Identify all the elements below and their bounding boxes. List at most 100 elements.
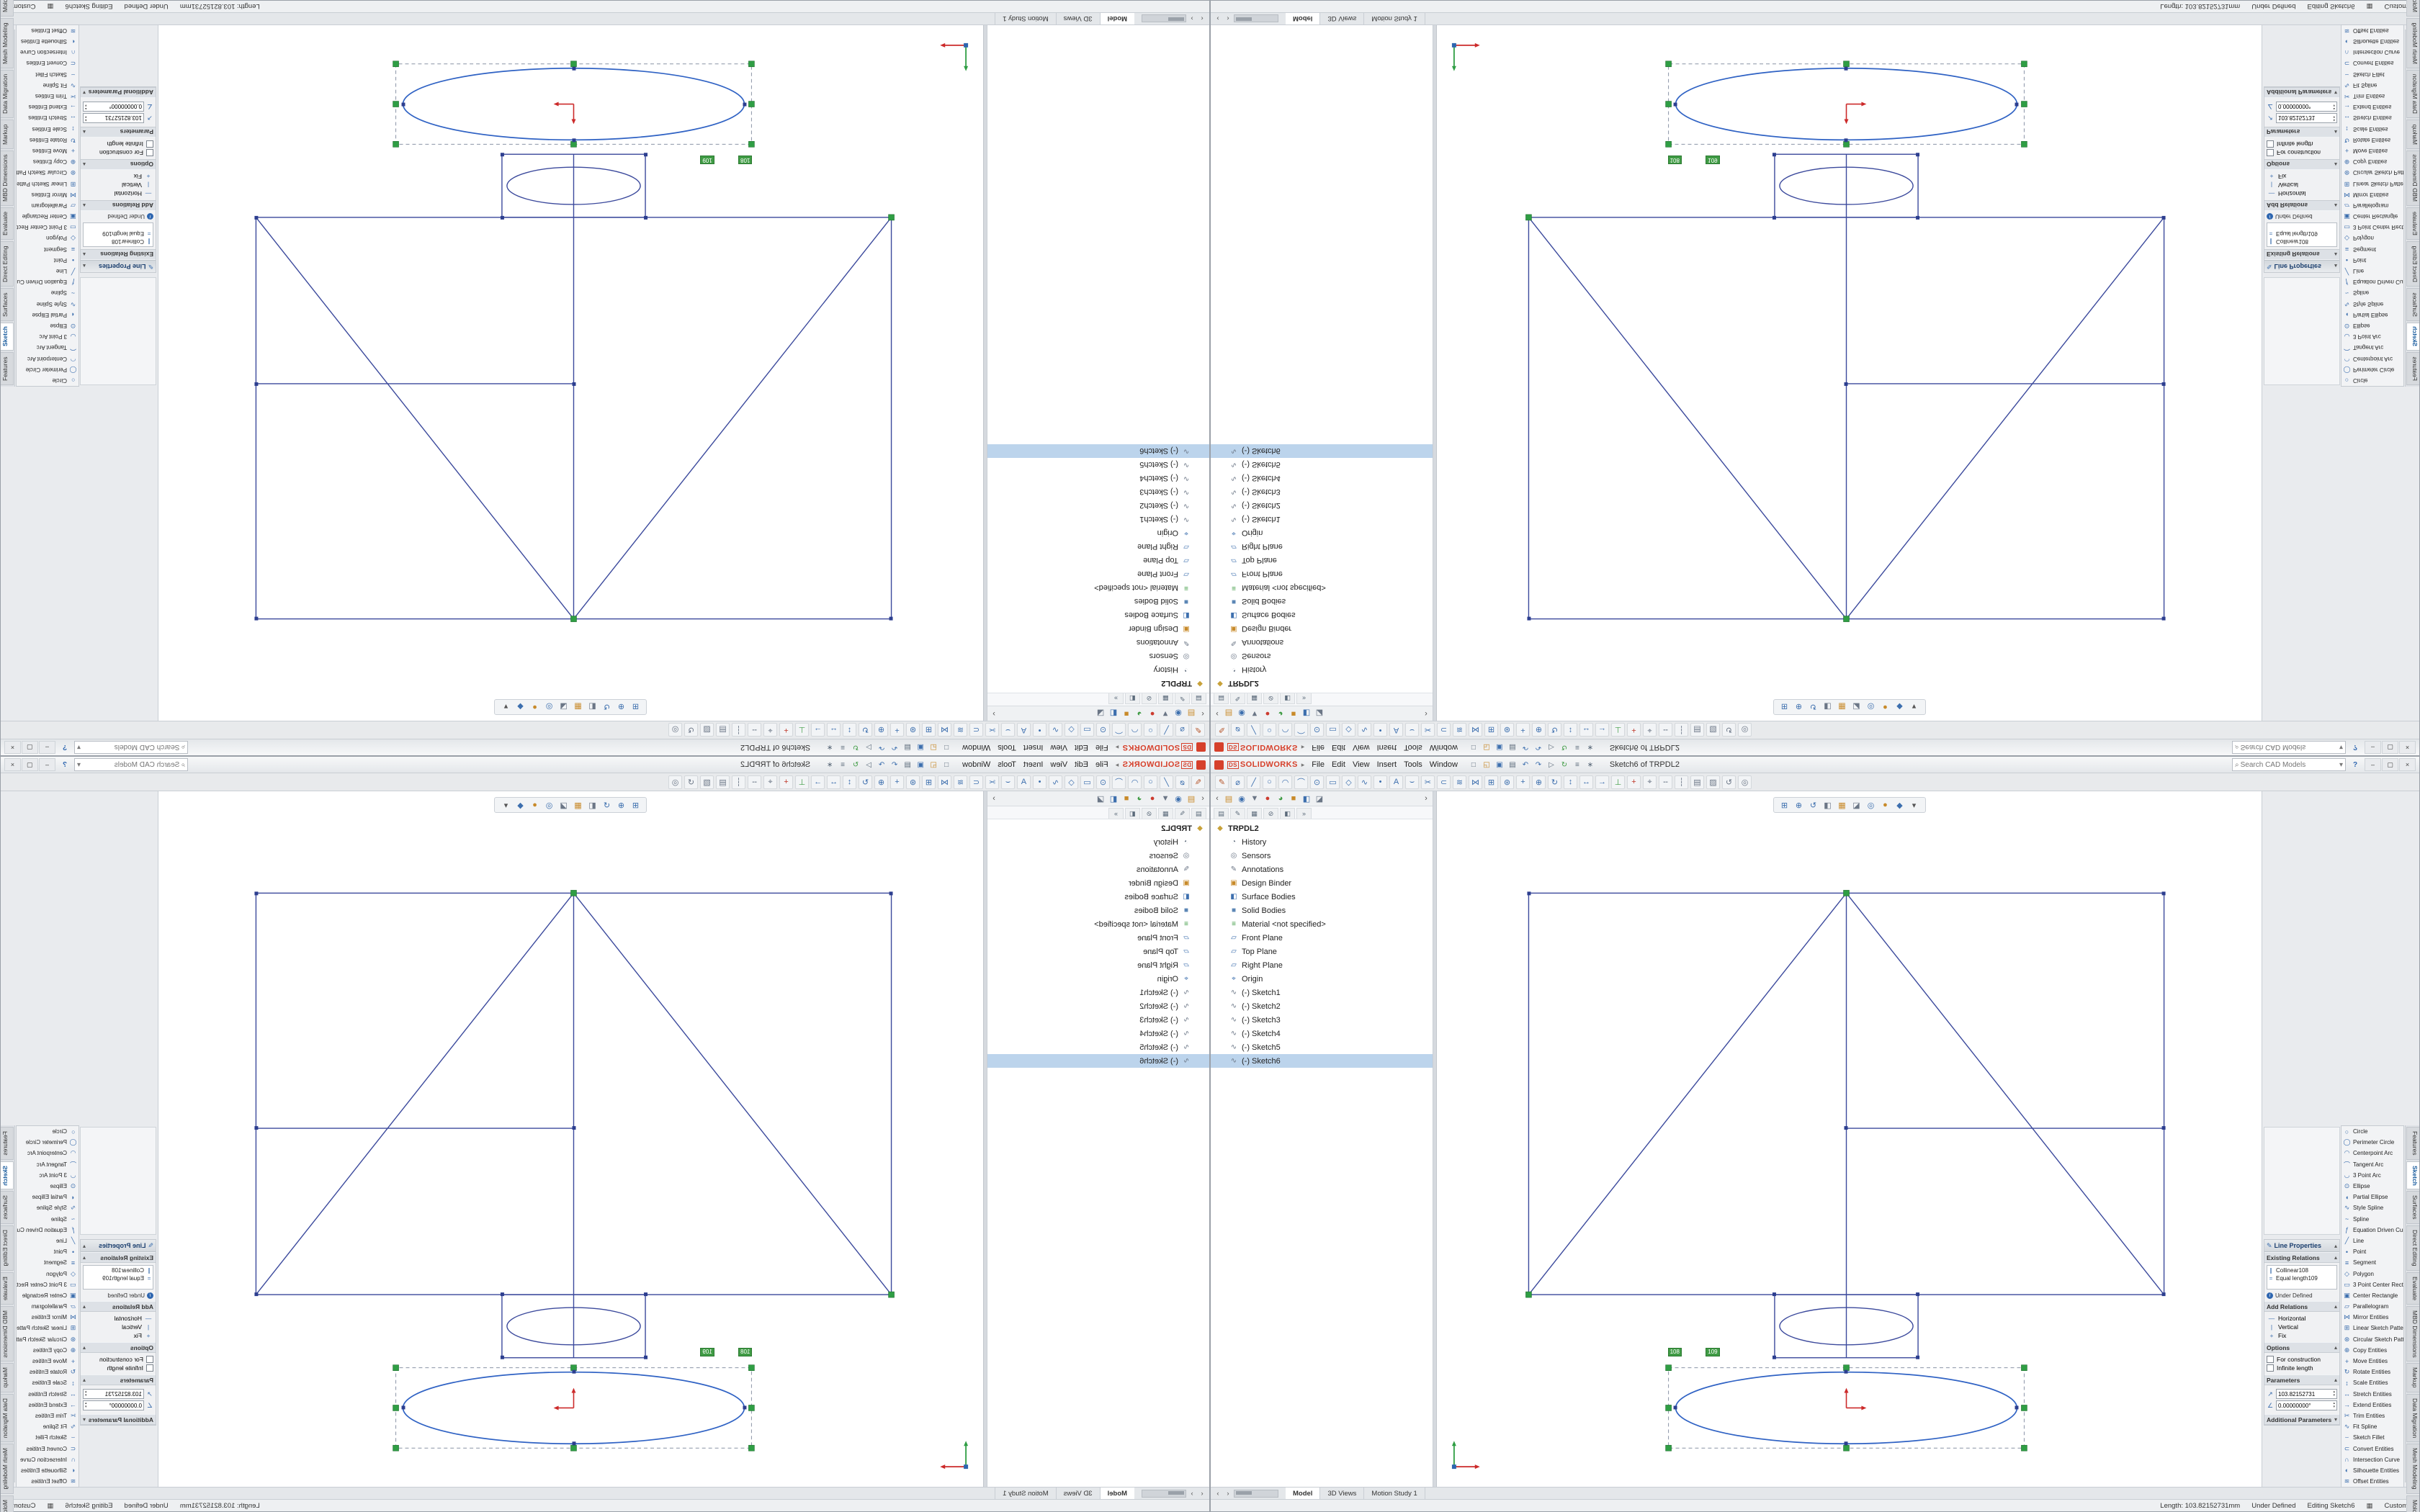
add-relations-header[interactable]: Add Relations ▴ [81,200,156,211]
panel-toolbar-icon[interactable]: ● [1265,709,1270,718]
tab-scrollbar-thumb[interactable] [1236,17,1252,22]
sketch-tool-item[interactable]: ▭ 3 Point Center Recta... [2341,222,2403,233]
commandmanager-tab[interactable]: Mold Tools [2406,1495,2419,1512]
sketch-tool-item[interactable]: • Point [2341,255,2403,266]
quick-access-icon[interactable]: ▷ [1549,760,1554,769]
spinner[interactable]: ▴ ▾ [2333,103,2335,111]
featuremanager-tab-icon[interactable]: » [1108,808,1124,819]
commandmanager-tab[interactable]: Evaluate [1,207,14,240]
toolbar-icon[interactable]: ▨ [700,775,714,789]
document-tab[interactable]: 3D Views [1055,1488,1100,1499]
collapse-chevron-icon[interactable]: ▴ [83,1242,86,1249]
toolbar-icon[interactable]: ▤ [716,775,730,789]
feature-tree-item[interactable]: ▣ Design Binder [1211,876,1433,890]
tab-scrollbar[interactable] [1142,1489,1186,1498]
toolbar-icon[interactable]: ▤ [1690,723,1704,737]
sketch-tool-item[interactable]: ↻ Rotate Entities [2341,135,2403,145]
panel-scroll-right-icon[interactable]: › [992,794,995,803]
sketch-tool-item[interactable]: ⊛ Circular Sketch Pattern [17,1334,79,1345]
panel-toolbar-icon[interactable]: ◧ [1302,794,1311,804]
quick-access-icon[interactable]: ↶ [891,743,898,752]
commandmanager-tab[interactable]: MBD Dimensions [2406,150,2419,207]
quick-access-icon[interactable]: ∗ [1587,760,1594,769]
sketch-tool-item[interactable]: ◯ Perimeter Circle [17,1137,79,1148]
feature-tree-item[interactable]: ⌖ Origin [987,526,1209,540]
panel-toolbar-icon[interactable]: ▼ [1250,709,1259,718]
add-relations-header[interactable]: Add Relations ▴ [81,1301,156,1312]
commandmanager-tab[interactable]: Surfaces [2406,1191,2419,1224]
add-relation-button[interactable]: + Fix [83,1331,153,1340]
maximize-button[interactable]: ▢ [22,758,38,771]
toolbar-icon[interactable]: ⌖ [763,723,777,737]
sketch-tool-item[interactable]: ↻ Rotate Entities [17,1367,79,1377]
commandmanager-tab[interactable]: Direct Editing [2406,1225,2419,1271]
relation-item[interactable]: ∥ Collinear108 [2268,1266,2336,1274]
commandmanager-tab[interactable]: Data Migration [1,70,14,119]
toolbar-icon[interactable]: ╱ [1247,775,1260,789]
relation-badge[interactable]: 108 [738,1347,753,1356]
feature-tree-item[interactable]: ◆ TRPDL2 [987,677,1209,690]
spin-down-icon[interactable]: ▾ [85,114,87,119]
toolbar-icon[interactable]: ✎ [1215,775,1229,789]
tab-scroll-left-icon[interactable]: ‹ [1201,14,1204,23]
quick-access-icon[interactable]: ↷ [878,743,885,752]
sketch-tool-item[interactable]: + Move Entities [2341,145,2403,156]
featuremanager-tab-icon[interactable]: ▤ [1214,693,1229,704]
feature-tree-item[interactable]: ◆ TRPDL2 [1211,822,1433,835]
feature-tree-item[interactable]: ✎ Annotations [987,636,1209,649]
spin-down-icon[interactable]: ▾ [85,1405,87,1409]
checkbox[interactable] [2267,140,2274,148]
feature-tree-item[interactable]: ■ Solid Bodies [987,595,1209,608]
toolbar-icon[interactable]: ◠ [1278,775,1292,789]
sketch-lines[interactable] [1528,892,2165,1359]
sketch-tool-item[interactable]: ∩ Intersection Curve [2341,47,2403,58]
quick-access-icon[interactable]: ≡ [1575,743,1579,752]
toolbar-icon[interactable]: ↺ [684,775,698,789]
sketch-canvas[interactable] [158,791,983,1487]
commandmanager-tab[interactable]: Markup [1,1363,14,1392]
add-relation-button[interactable]: + Fix [2267,1331,2337,1340]
sketch-tool-item[interactable]: ⊙ Ellipse [2341,1181,2403,1192]
sketch-tool-item[interactable]: ◖ Partial Ellipse [2341,1192,2403,1202]
sketch-tool-item[interactable]: + Move Entities [17,145,79,156]
add-relation-button[interactable]: | Vertical [83,1323,153,1331]
panel-toolbar-icon[interactable]: ■ [1124,794,1129,803]
additional-parameters-header[interactable]: Additional Parameters ▾ [81,87,156,98]
quick-access-icon[interactable]: ◱ [930,760,937,769]
feature-tree-item[interactable]: ◧ Surface Bodies [987,608,1209,622]
headsup-icon[interactable]: ⊕ [617,801,625,810]
toolbar-icon[interactable]: ⌣ [1001,775,1015,789]
sketch-tool-item[interactable]: ▱ Parallelogram [2341,200,2403,211]
headsup-icon[interactable]: ◎ [1867,801,1875,810]
toolbar-icon[interactable]: ○ [1144,723,1157,737]
close-button[interactable]: × [4,741,21,754]
toolbar-icon[interactable]: ┆ [1675,723,1688,737]
featuremanager-tab-icon[interactable]: ▦ [1247,808,1262,819]
headsup-icon[interactable]: ▾ [503,702,508,711]
toolbar-icon[interactable]: • [1033,723,1047,737]
sketch-lines[interactable] [255,153,892,620]
toolbar-icon[interactable]: ◇ [1342,775,1355,789]
sketch-tool-item[interactable]: ⌣ Sketch Fillet [2341,1432,2403,1443]
toolbar-icon[interactable]: ⊛ [906,723,920,737]
sketch-tool-item[interactable]: ✂ Trim Entities [2341,91,2403,102]
panel-toolbar-icon[interactable]: ■ [1291,709,1296,718]
sketch-tool-item[interactable]: • Point [2341,1246,2403,1257]
sketch-tool-item[interactable]: ⌒ Tangent Arc [17,1159,79,1170]
toolbar-icon[interactable]: ↕ [1564,723,1577,737]
sketch-tool-item[interactable]: ○ Circle [2341,1126,2403,1137]
sketch-tool-item[interactable]: ⌣ Sketch Fillet [2341,69,2403,80]
toolbar-icon[interactable]: ↻ [859,723,872,737]
toolbar-icon[interactable]: ◎ [1738,775,1752,789]
spinner[interactable]: ▴ ▾ [85,1401,87,1409]
sketch-tool-item[interactable]: ⊂ Convert Entities [2341,58,2403,68]
panel-toolbar-icon[interactable]: ◉ [1175,708,1182,718]
sketch-tool-item[interactable]: ⊛ Circular Sketch Pattern [2341,1334,2403,1345]
sketch-tool-item[interactable]: ↻ Rotate Entities [17,135,79,145]
quick-access-icon[interactable]: ↷ [1535,743,1542,752]
relation-badge[interactable]: 108 [1667,156,1682,165]
commandmanager-tab[interactable]: Markup [2406,1363,2419,1392]
sketch-lines[interactable] [255,892,892,1359]
panel-toolbar-icon[interactable]: ▼ [1250,794,1259,803]
toolbar-icon[interactable]: ╌ [1659,775,1672,789]
